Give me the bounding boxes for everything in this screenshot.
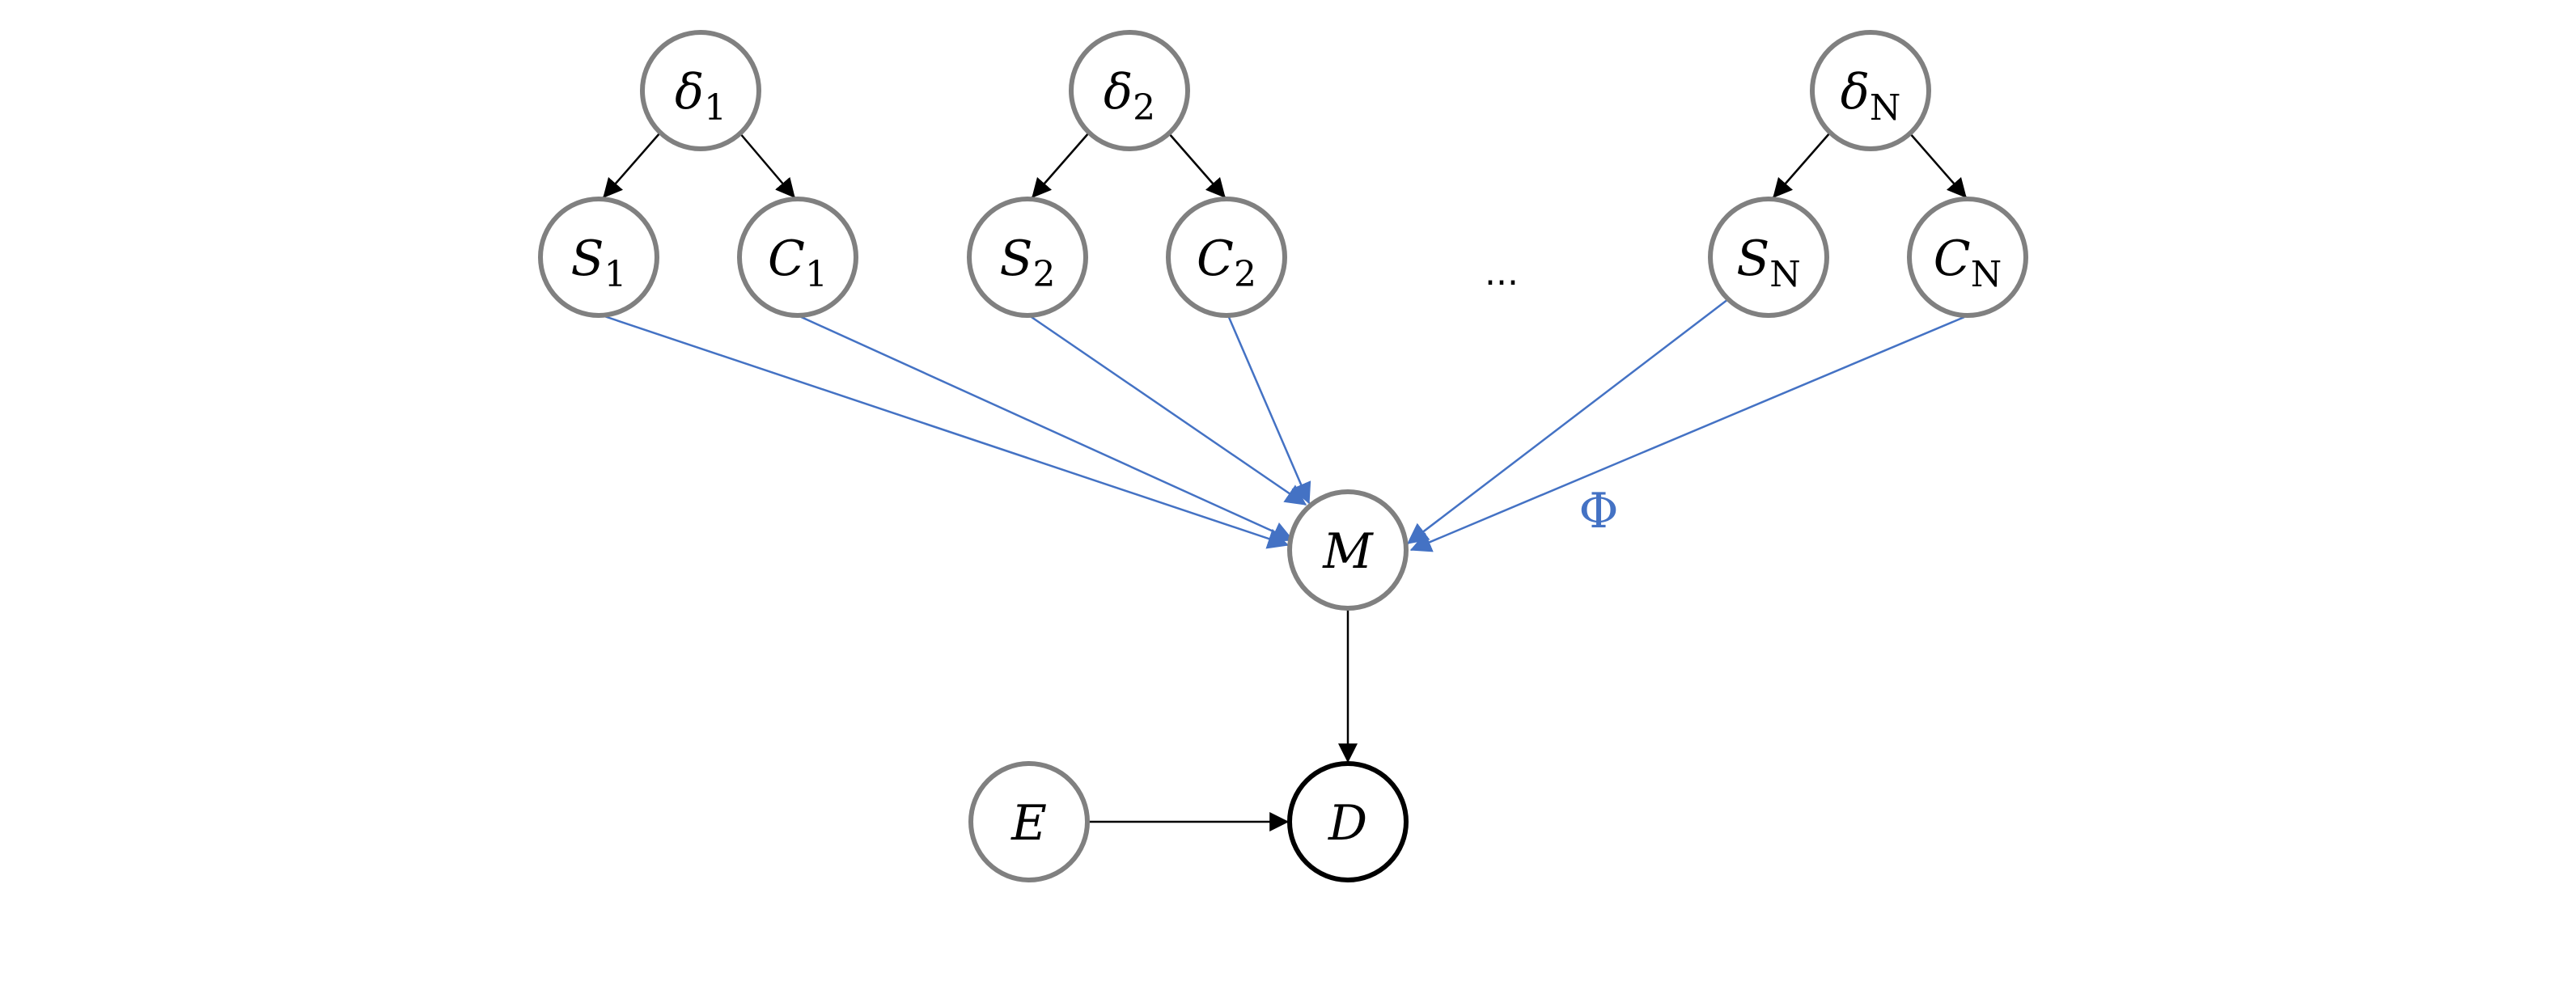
- node-s-1-main: S: [570, 231, 604, 287]
- edge-deltaN-to-cN: [1909, 132, 1967, 198]
- node-s-n: SN: [1708, 197, 1829, 318]
- node-s-2-main: S: [999, 231, 1032, 287]
- node-m: M: [1287, 489, 1409, 611]
- node-delta-1-main: δ: [675, 64, 704, 121]
- node-delta-1-sub: 1: [704, 87, 727, 129]
- edge-delta1-to-c1: [739, 132, 795, 198]
- edges: [601, 132, 1967, 831]
- node-c-1: C1: [737, 197, 858, 318]
- edge-c1-to-m: [797, 314, 1294, 542]
- node-m-label: M: [1322, 523, 1374, 580]
- node-s-2-sub: 2: [1033, 254, 1056, 295]
- phi-label: Φ: [1578, 483, 1618, 539]
- node-c-n-sub: N: [1971, 254, 2002, 295]
- node-delta-n-sub: N: [1870, 87, 1901, 129]
- edge-delta2-to-s2: [1032, 132, 1090, 198]
- svg-text:CN: CN: [1934, 231, 2002, 295]
- node-delta-n: δN: [1810, 30, 1931, 151]
- node-delta-2-main: δ: [1104, 64, 1133, 121]
- edge-sN-to-m: [1406, 298, 1729, 544]
- svg-text:δN: δN: [1841, 64, 1901, 129]
- edge-s1-to-m: [601, 314, 1290, 549]
- node-c-n-main: C: [1934, 231, 1971, 287]
- node-s-n-sub: N: [1769, 254, 1801, 295]
- node-d-label: D: [1328, 795, 1367, 852]
- node-c-2-main: C: [1197, 231, 1234, 287]
- node-d: D: [1287, 761, 1409, 882]
- node-delta-2: δ2: [1069, 30, 1190, 151]
- node-c-1-sub: 1: [805, 254, 828, 295]
- svg-text:C1: C1: [768, 231, 828, 295]
- edge-cN-to-m: [1409, 315, 1965, 552]
- node-e-label: E: [1010, 795, 1047, 852]
- edge-delta1-to-s1: [603, 132, 661, 198]
- node-s-1: S1: [538, 197, 659, 318]
- node-s-1-sub: 1: [604, 254, 627, 295]
- node-e: E: [968, 761, 1090, 882]
- node-c-n: CN: [1907, 197, 2028, 318]
- svg-text:δ1: δ1: [675, 64, 727, 129]
- node-s-2: S2: [967, 197, 1088, 318]
- svg-text:S2: S2: [999, 231, 1055, 295]
- svg-text:C2: C2: [1197, 231, 1256, 295]
- svg-text:S1: S1: [570, 231, 626, 295]
- node-delta-n-main: δ: [1841, 64, 1870, 121]
- edge-c2-to-m: [1227, 315, 1311, 505]
- edge-deltaN-to-sN: [1773, 132, 1831, 198]
- svg-text:δ2: δ2: [1104, 64, 1155, 129]
- ellipsis-label: ...: [1485, 252, 1519, 294]
- node-c-1-main: C: [768, 231, 805, 287]
- node-c-2-sub: 2: [1234, 254, 1256, 295]
- edge-delta2-to-c2: [1167, 132, 1226, 198]
- node-delta-1: δ1: [640, 30, 761, 151]
- svg-text:SN: SN: [1736, 231, 1801, 295]
- node-c-2: C2: [1166, 197, 1287, 318]
- node-s-n-main: S: [1736, 231, 1769, 287]
- node-delta-2-sub: 2: [1133, 87, 1155, 129]
- edge-s2-to-m: [1028, 314, 1307, 506]
